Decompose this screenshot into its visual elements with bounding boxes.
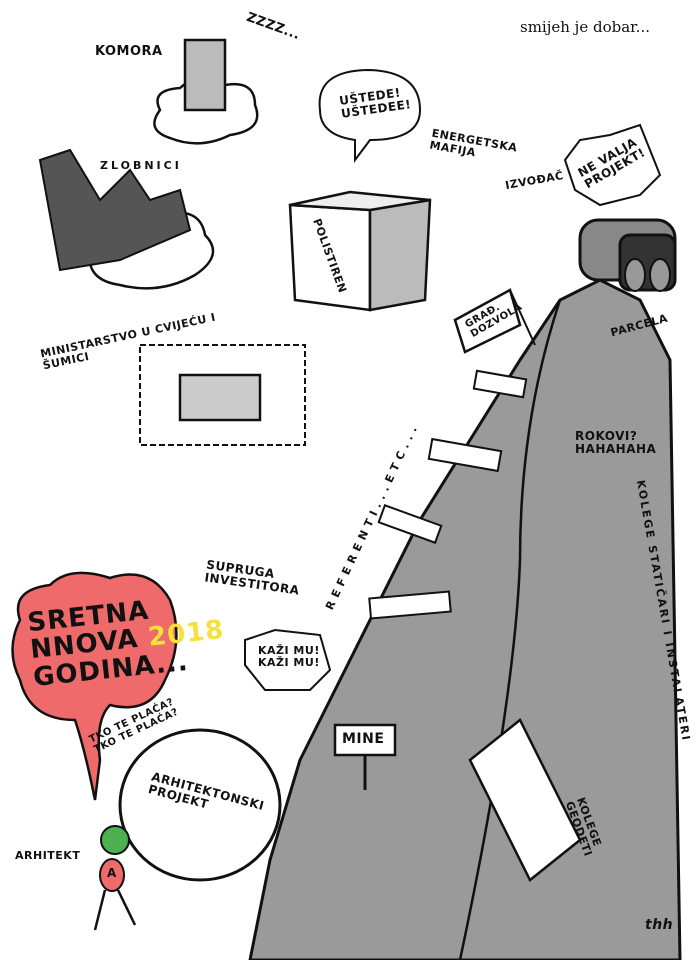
komora-building <box>153 38 259 145</box>
building-permit-flag <box>453 288 536 354</box>
fences <box>368 369 528 620</box>
label-zlobnici: ZLOBNICI <box>100 159 182 172</box>
label-komora: KOMORA <box>95 44 163 59</box>
label-kazi-mu: KAŽI MU!KAŽI MU! <box>258 644 320 670</box>
architect-badge: A <box>107 866 117 880</box>
mountain-ridge <box>458 299 562 960</box>
architectural-project-boulder <box>118 728 282 882</box>
geodeti-towel <box>468 718 582 882</box>
zlobnici-vultures <box>38 148 215 290</box>
signature: thh <box>645 917 674 933</box>
new-year-bubble <box>11 571 178 801</box>
mine-sign <box>333 723 397 790</box>
mountain <box>248 278 682 960</box>
architect-figure <box>93 825 137 931</box>
kazi-bubble <box>244 628 332 691</box>
label-rokovi: ROKOVI?HAHAHAHA <box>575 429 657 457</box>
ne-valja-bubble <box>563 123 662 207</box>
label-mine: MINE <box>342 731 385 747</box>
car-icon <box>578 218 677 292</box>
ustede-bubble <box>318 68 422 163</box>
label-arhitekt: ARHITEKT <box>15 849 81 862</box>
polistiren-block <box>288 190 432 312</box>
caption: smijeh je dobar... <box>520 18 650 36</box>
ministarstvo-building <box>139 344 306 446</box>
